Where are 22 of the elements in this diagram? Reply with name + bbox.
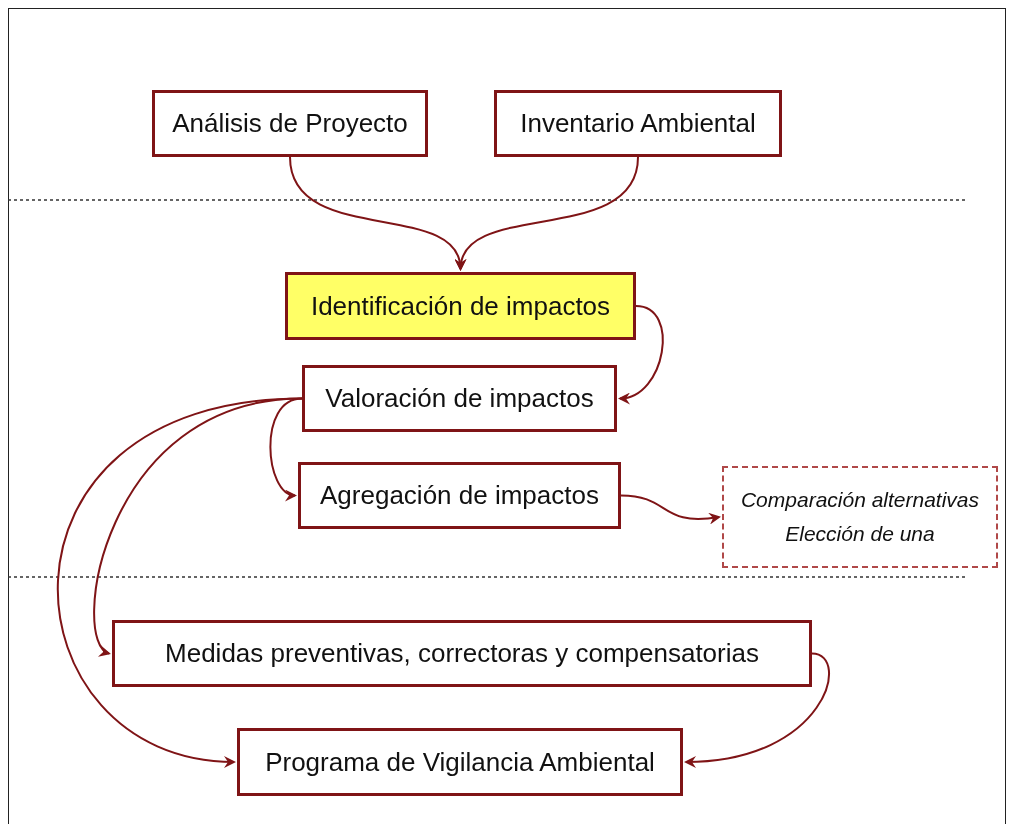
box-label: Valoración de impactos xyxy=(325,382,594,415)
arrow xyxy=(57,397,303,767)
process-box xyxy=(494,90,782,157)
arrow xyxy=(620,494,721,525)
box-label: Programa de Vigilancia Ambiental xyxy=(265,745,655,779)
process-box xyxy=(298,462,621,529)
process-box xyxy=(237,728,683,796)
box-label: Agregación de impactos xyxy=(320,479,599,512)
box-label: Elección de una xyxy=(785,521,935,547)
box-label: Identificación de impactos xyxy=(310,289,611,323)
box-label: Comparación alternativas xyxy=(740,487,980,513)
box-label: Análisis de Proyecto xyxy=(172,107,408,140)
note-box xyxy=(722,466,998,568)
arrow xyxy=(618,305,664,403)
box-label: Medidas preventivas, correctoras y compensatorias xyxy=(165,637,759,670)
process-box xyxy=(302,365,617,432)
arrow xyxy=(684,652,830,768)
process-box xyxy=(285,272,636,340)
process-box xyxy=(152,90,428,157)
process-box xyxy=(112,620,812,687)
box-label: Inventario Ambiental xyxy=(520,107,756,140)
arrow xyxy=(456,156,639,271)
